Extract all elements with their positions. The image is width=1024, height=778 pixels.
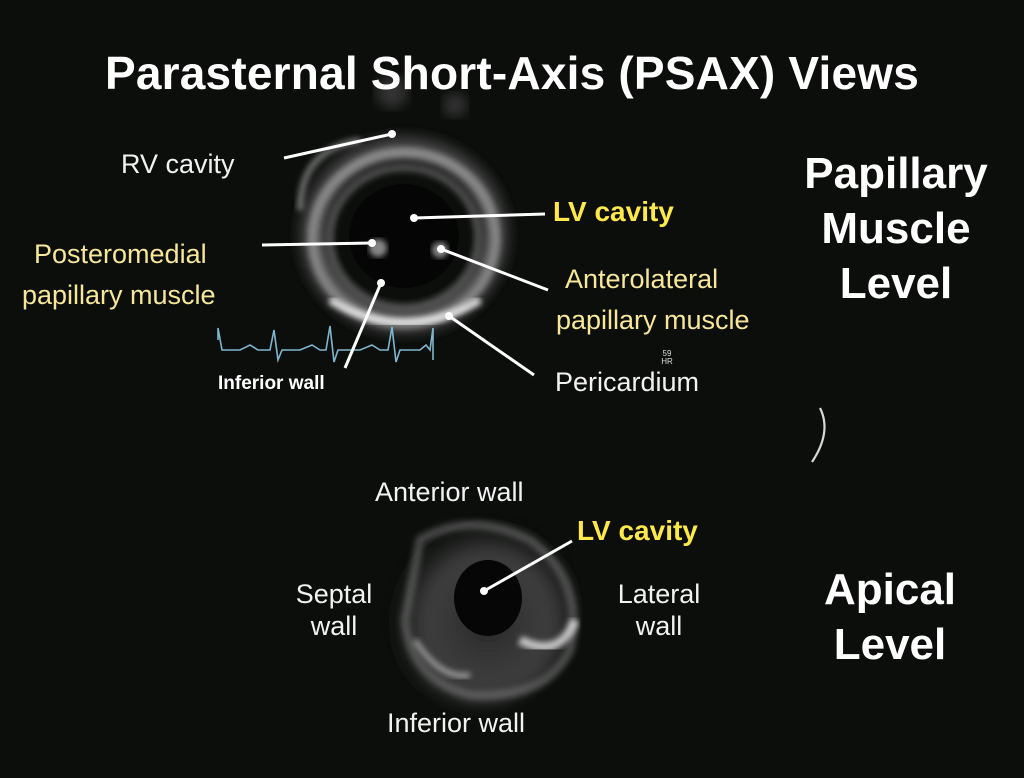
- lateral-wall-line2: wall: [635, 610, 683, 641]
- apical-inferior-wall-label: Inferior wall: [387, 708, 526, 738]
- septal-wall-line2: wall: [310, 610, 358, 641]
- anterior-wall-label: Anterior wall: [375, 477, 524, 507]
- inferior-wall-label: Inferior wall: [218, 373, 325, 394]
- ecg-trace: [217, 325, 434, 364]
- papillary-level-heading: Papillary Muscle Level: [776, 146, 1016, 311]
- apical-echo-image: [378, 497, 580, 707]
- anterolateral-label-line1: Anterolateral: [565, 264, 719, 294]
- apical-level-heading: Apical Level: [790, 562, 990, 672]
- papillary-pointer-dots: [368, 130, 453, 320]
- arc-mark: [811, 407, 826, 463]
- pericardium-label: Pericardium: [555, 367, 700, 397]
- apical-pointer-dot: [480, 587, 488, 595]
- posteromedial-label-line1: Posteromedial: [34, 239, 207, 269]
- rv-cavity-label: RV cavity: [121, 149, 235, 179]
- apical-level-line2: Level: [833, 620, 947, 669]
- slide-title: Parasternal Short-Axis (PSAX) Views: [105, 47, 919, 99]
- heart-rate-value: 59: [662, 349, 672, 358]
- apical-lv-cavity-label: LV cavity: [577, 515, 698, 546]
- papillary-level-line2: Muscle: [821, 204, 971, 253]
- papillary-echo-image: [286, 76, 522, 347]
- papillary-pointer-lines: [261, 132, 549, 377]
- lv-cavity-label: LV cavity: [553, 196, 674, 227]
- posteromedial-label-line2: papillary muscle: [22, 280, 216, 310]
- apical-pointer-line: [483, 539, 573, 593]
- papillary-level-line3: Level: [839, 259, 953, 308]
- apical-level-line1: Apical: [823, 565, 957, 614]
- anterolateral-label-line2: papillary muscle: [556, 305, 750, 335]
- heart-rate-unit: HR: [661, 357, 673, 366]
- septal-wall-label: Septal wall: [278, 579, 390, 643]
- lateral-wall-line1: Lateral: [617, 579, 701, 609]
- papillary-level-line1: Papillary: [804, 149, 988, 198]
- septal-wall-line1: Septal: [295, 579, 373, 609]
- lateral-wall-label: Lateral wall: [600, 579, 718, 643]
- heart-rate-readout: 59 HR: [660, 350, 674, 366]
